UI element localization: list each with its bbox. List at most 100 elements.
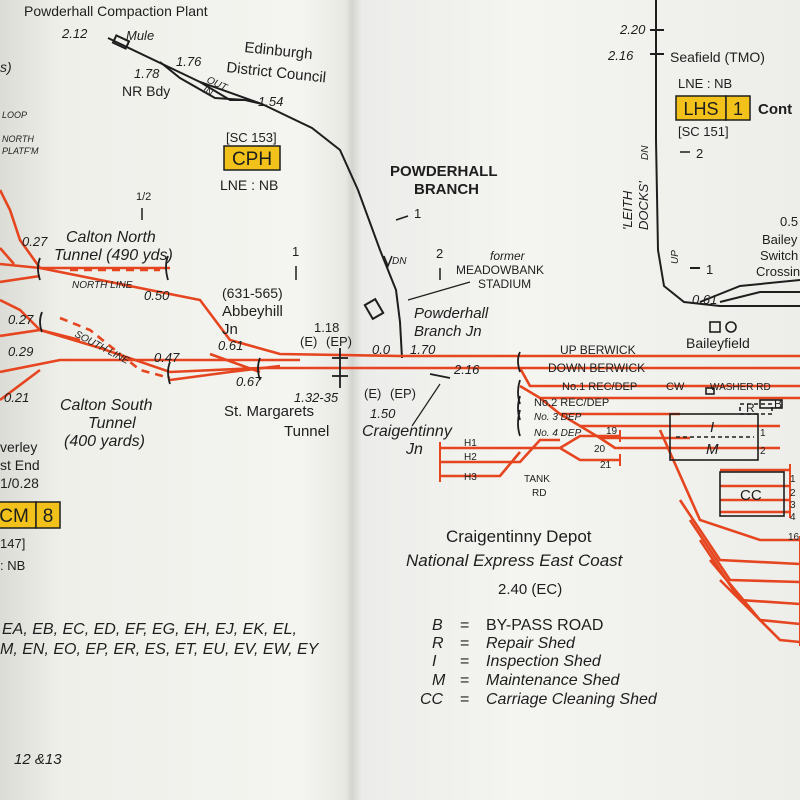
baileyfield-label: Baileyfield xyxy=(686,335,750,351)
powderhall-branch-title-2: BRANCH xyxy=(414,181,479,198)
cm-badge-number: 8 xyxy=(43,506,54,527)
washer-road-label: WASHER RD xyxy=(710,382,771,393)
rec-dep-1-label: No.1 REC/DEP xyxy=(562,381,637,393)
waverley-label-1: verley xyxy=(0,439,37,455)
sc153-label: [SC 153] xyxy=(226,130,277,145)
svg-text:R: R xyxy=(432,635,444,652)
down-berwick-label: DOWN BERWICK xyxy=(548,361,645,375)
depot-title: Craigentinny Depot xyxy=(446,527,592,546)
north-platform-label-1: NORTH xyxy=(2,134,34,144)
mileage-1-76: 1.76 xyxy=(176,54,202,69)
powderhall-jn-label-2: Branch Jn xyxy=(414,323,482,340)
mileage-1-50: 1.50 xyxy=(370,406,396,421)
location-codes-1: EA, EB, EC, ED, EF, EG, EH, EJ, EK, EL, xyxy=(2,621,297,638)
mule-mileage: 2.12 xyxy=(61,26,88,41)
meadowbank-label-2: MEADOWBANK xyxy=(456,263,544,277)
powderhall-branch-line xyxy=(107,34,403,359)
svg-text:=: = xyxy=(460,691,469,708)
svg-text:B: B xyxy=(432,617,443,634)
depot-operator: National Express East Coast xyxy=(406,551,624,570)
svg-text:M: M xyxy=(432,672,446,689)
cm-nb-label: : NB xyxy=(0,558,25,573)
legend-row: M = Maintenance Shed xyxy=(432,672,621,689)
leith-docks-line xyxy=(650,0,800,307)
svg-text:BY-PASS ROAD: BY-PASS ROAD xyxy=(486,617,603,634)
abbeyhill-label-1: Abbeyhill xyxy=(222,303,283,320)
baileyfield-switch-label-2: Switch xyxy=(760,248,798,263)
cc-road-3-label: 3 xyxy=(790,500,796,511)
road-20-label: 20 xyxy=(594,444,606,455)
buffer-stops xyxy=(439,430,800,646)
road-1-label: 1 xyxy=(760,428,766,439)
svg-text:CC: CC xyxy=(420,691,444,708)
leith-docks-label-2: DOCKS' xyxy=(636,181,651,230)
cph-badge-label: CPH xyxy=(232,149,272,170)
carriage-wash-label: CW xyxy=(666,381,685,393)
svg-text:=: = xyxy=(460,617,469,634)
leith-dn-label: DN xyxy=(640,145,651,160)
mile-marker-2: 2 xyxy=(436,246,443,261)
svg-text:Inspection Shed: Inspection Shed xyxy=(486,653,602,670)
electrified-partial-tag-2: (EP) xyxy=(390,386,416,401)
baileyfield-switch-label-1: Bailey xyxy=(762,232,798,247)
shed-m-label: M xyxy=(706,441,719,458)
svg-text:=: = xyxy=(460,635,469,652)
lhs-badge-number: 1 xyxy=(733,99,743,119)
nr-bdy-label: NR Bdy xyxy=(122,83,170,99)
mileage-0-61-right: 0.61 xyxy=(692,292,717,307)
mileage-0-61: 0.61 xyxy=(218,338,243,353)
mile-marker-1-right: 1 xyxy=(706,262,713,277)
waverley-label-2: st End xyxy=(0,457,40,473)
seafield-label: Seafield (TMO) xyxy=(670,49,765,65)
tank-road-label-1: TANK xyxy=(524,474,550,485)
main-lines xyxy=(0,189,800,644)
mileage-2-16: 2.16 xyxy=(453,362,480,377)
calton-north-label-1: Calton North xyxy=(66,229,156,246)
sc147-label: 147] xyxy=(0,536,25,551)
st-margarets-label-1: St. Margarets xyxy=(224,403,314,420)
h2-label: H2 xyxy=(464,452,477,463)
page-number: 12 &13 xyxy=(14,751,62,768)
lhs-badge: LHS 1 xyxy=(675,95,751,121)
up-berwick-label: UP BERWICK xyxy=(560,343,636,357)
leith-up-label: UP xyxy=(670,250,681,264)
svg-text:I: I xyxy=(432,653,437,670)
legend-row: I = Inspection Shed xyxy=(432,653,602,670)
calton-south-label-3: (400 yards) xyxy=(64,433,145,450)
shed-legend: B = BY-PASS ROAD R = Repair Shed I = Ins… xyxy=(420,617,658,708)
shed-cc-label: CC xyxy=(740,487,762,504)
powderhall-branch-title-1: POWDERHALL xyxy=(390,163,498,180)
north-platform-label-2: PLATF'M xyxy=(2,146,39,156)
cc-road-4-label: 4 xyxy=(790,512,796,523)
mileage-0-21: 0.21 xyxy=(4,390,29,405)
abbeyhill-range: (631-565) xyxy=(222,285,283,301)
mileage-2-16-b: 2.16 xyxy=(607,48,634,63)
mileage-0-47: 0.47 xyxy=(154,350,180,365)
craigentinny-jn-label-1: Craigentinny xyxy=(362,423,453,440)
mileage-1-54: 1.54 xyxy=(258,94,283,109)
location-codes-2: M, EN, EO, EP, ER, ES, ET, EU, EV, EW, E… xyxy=(0,641,320,658)
mileage-1-32: 1.32-35 xyxy=(294,390,339,405)
mileage-0-27-a: 0.27 xyxy=(22,234,48,249)
leith-docks-label-1: 'LEITH xyxy=(620,190,635,230)
tank-road-label-2: RD xyxy=(532,488,546,499)
road-19-label: 19 xyxy=(606,426,618,437)
loop-label: LOOP xyxy=(2,110,27,120)
half-mile-marker: 1/2 xyxy=(136,191,151,203)
road-2-label: 2 xyxy=(760,446,766,457)
h3-label: H3 xyxy=(464,472,477,483)
svg-text:=: = xyxy=(460,653,469,670)
svg-text:=: = xyxy=(460,672,469,689)
north-line-label: NORTH LINE xyxy=(72,280,133,291)
mileage-1-18: 1.18 xyxy=(314,320,339,335)
mile-marker-1b: 1 xyxy=(414,206,421,221)
calton-south-label-1: Calton South xyxy=(60,397,153,414)
lne-nb-right-label: LNE : NB xyxy=(678,76,732,91)
lne-nb-label: LNE : NB xyxy=(220,177,278,193)
council-label-1: Edinburgh xyxy=(244,39,314,63)
mileage-1-70: 1.70 xyxy=(410,342,436,357)
cm-badge: CM 8 xyxy=(0,501,61,529)
legend-row: B = BY-PASS ROAD xyxy=(432,617,603,634)
nr-bdy-mileage: 1.78 xyxy=(134,66,160,81)
